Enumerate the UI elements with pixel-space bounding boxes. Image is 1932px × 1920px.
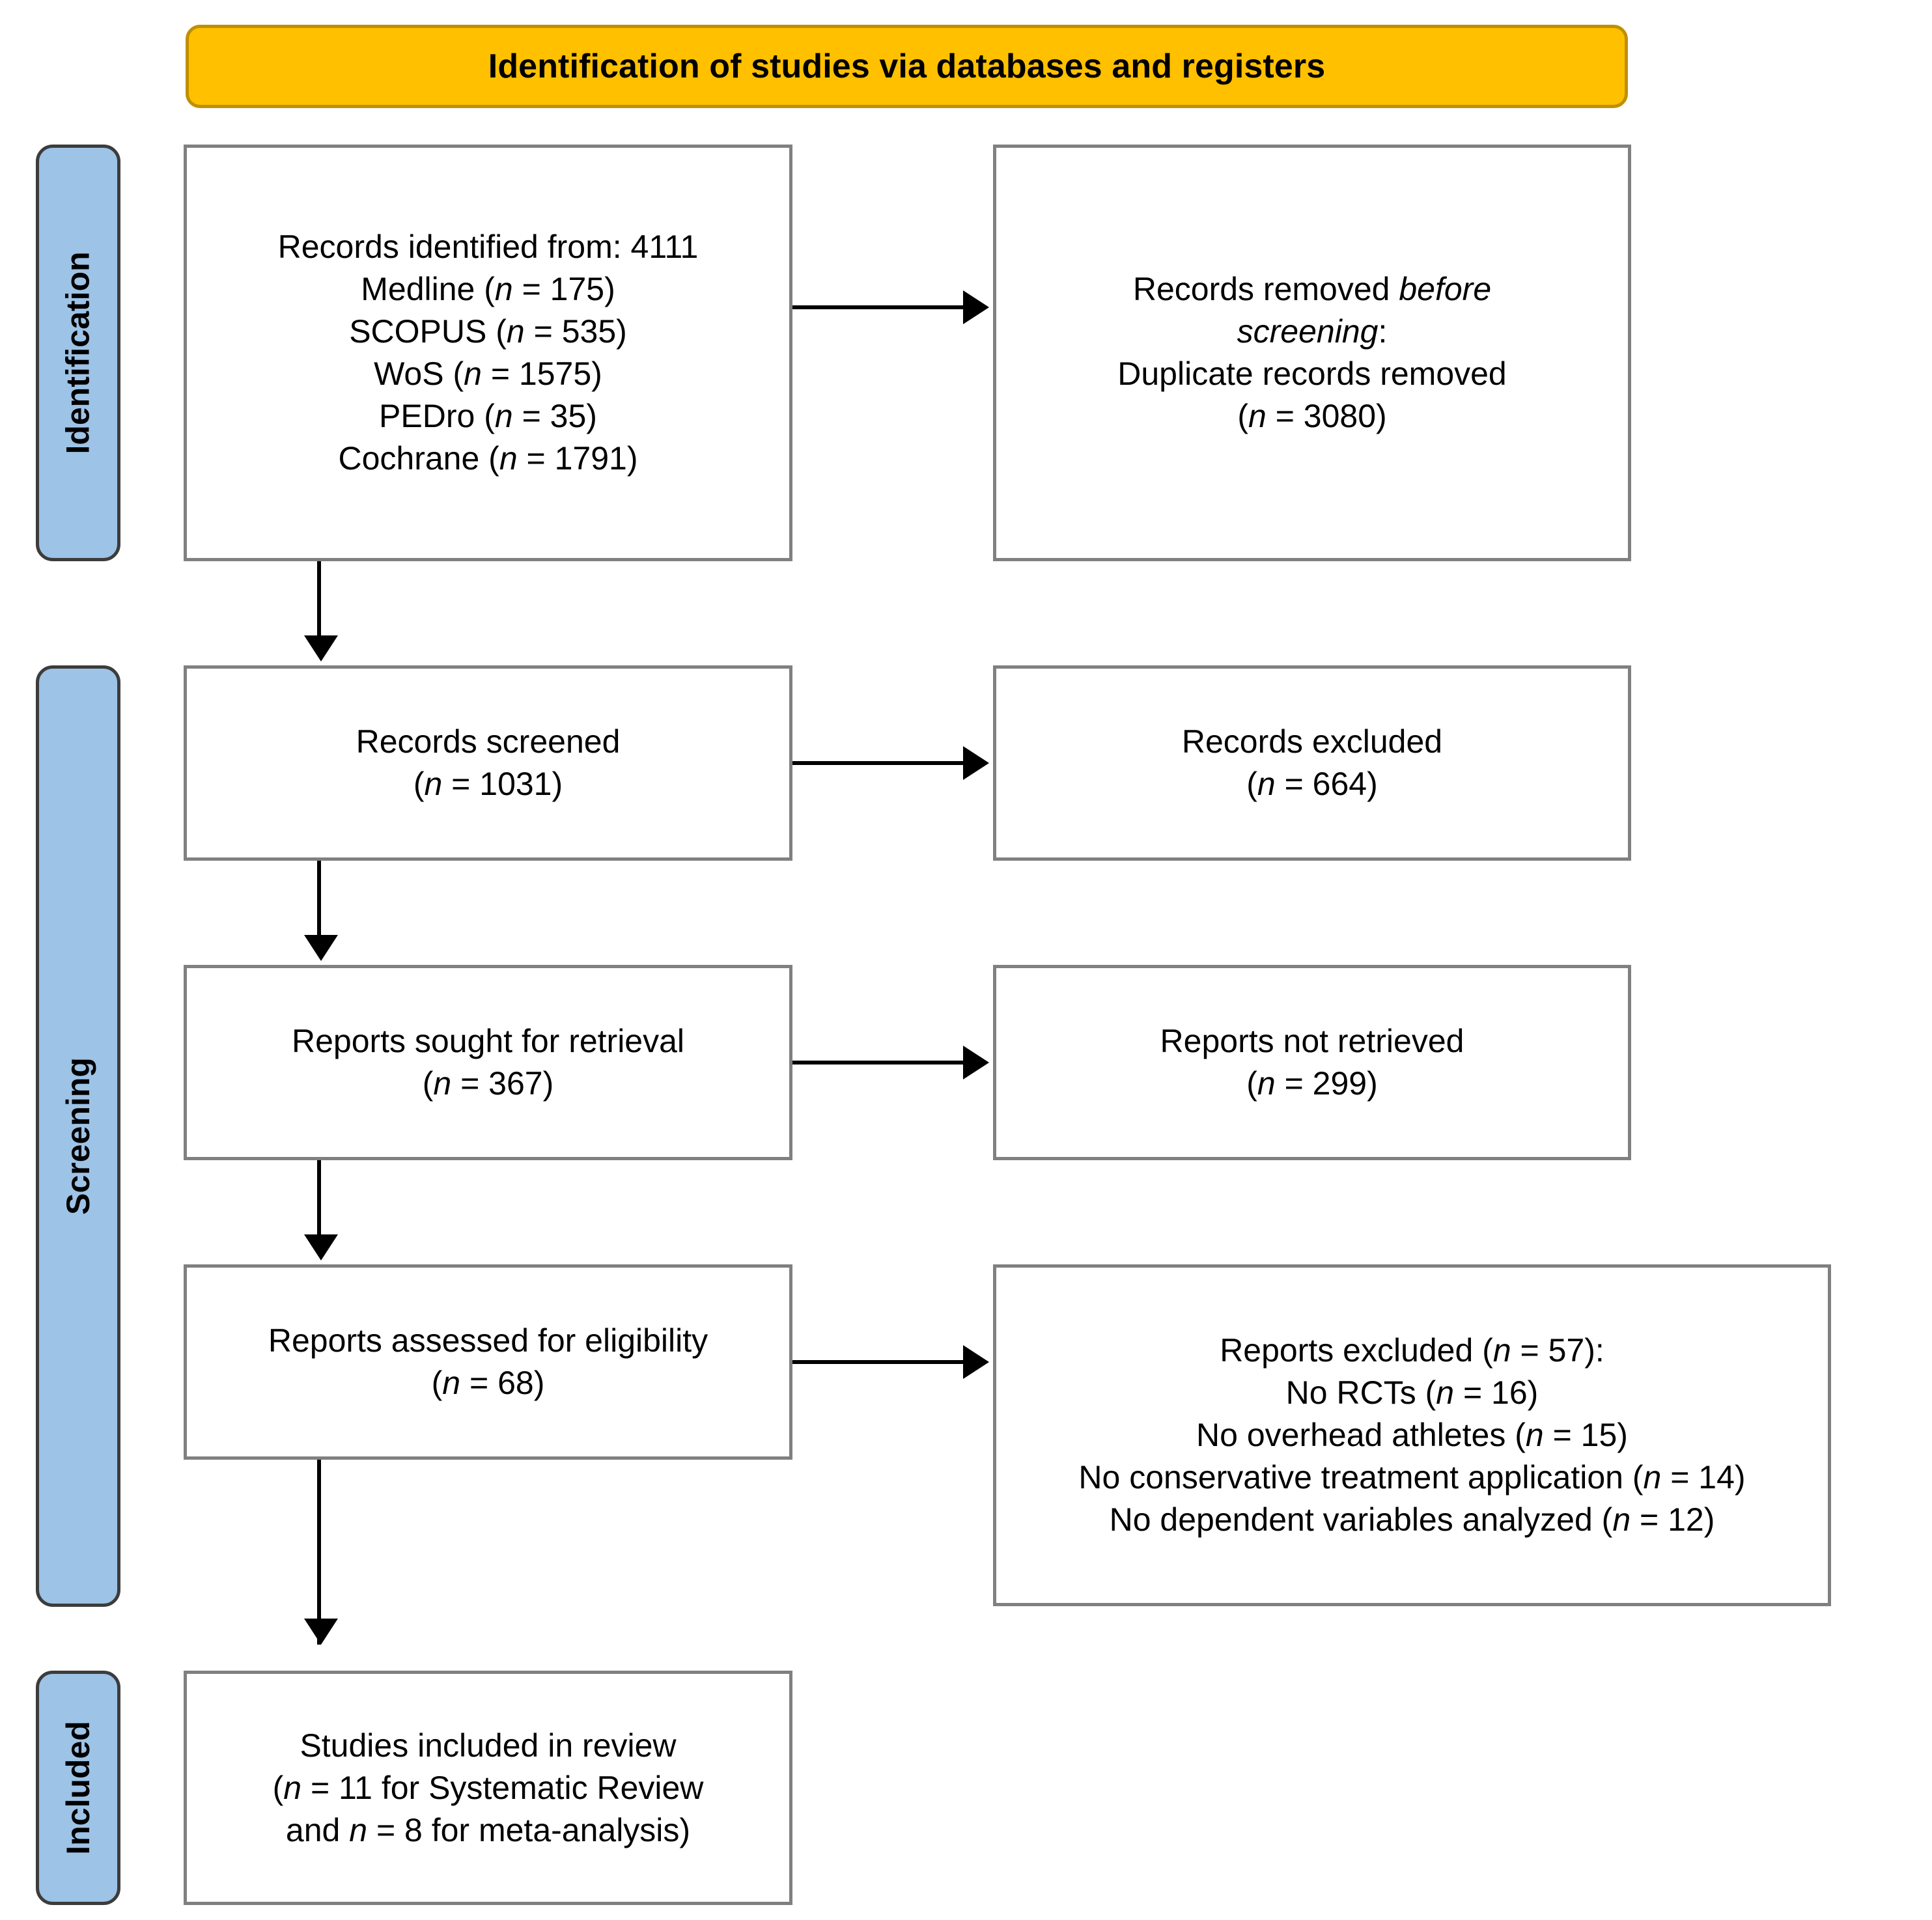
box-reports-assessed-text: Reports assessed for eligibility(n = 68)	[268, 1322, 708, 1401]
stage-sidebar-identification: Identification	[36, 145, 120, 561]
arrow-assessed-to-reportsexcluded-line	[792, 1360, 967, 1364]
arrow-identified-to-screened-head	[304, 635, 338, 661]
box-reports-excluded-text: Reports excluded (n = 57):No RCTs (n = 1…	[1078, 1332, 1746, 1538]
stage-sidebar-included: Included	[36, 1671, 120, 1905]
box-reports-excluded: Reports excluded (n = 57):No RCTs (n = 1…	[993, 1264, 1831, 1606]
diagram-header-banner: Identification of studies via databases …	[186, 25, 1628, 108]
stage-label-included: Included	[60, 1721, 97, 1855]
arrow-sought-to-assessed-line	[317, 1160, 321, 1238]
arrow-identified-to-removed-head	[963, 290, 989, 324]
box-reports-sought-text: Reports sought for retrieval(n = 367)	[291, 1023, 685, 1102]
box-records-excluded: Records excluded(n = 664)	[993, 665, 1631, 861]
stage-label-screening: Screening	[60, 1057, 96, 1215]
arrow-sought-to-assessed-head	[304, 1234, 338, 1260]
arrow-sought-to-notretrieved-head	[963, 1046, 989, 1079]
arrow-screened-to-sought-head	[304, 935, 338, 961]
arrow-identified-to-removed-line	[792, 305, 967, 309]
diagram-title: Identification of studies via databases …	[488, 48, 1326, 85]
stage-label-identification: Identification	[60, 251, 97, 454]
box-records-screened: Records screened(n = 1031)	[184, 665, 792, 861]
box-records-screened-text: Records screened(n = 1031)	[356, 723, 621, 802]
arrow-screened-to-excluded-head	[963, 746, 989, 780]
stage-sidebar-screening: Screening	[36, 665, 120, 1607]
arrow-sought-to-notretrieved-line	[792, 1061, 967, 1064]
arrow-assessed-to-reportsexcluded-head	[963, 1345, 989, 1379]
arrow-screened-to-sought-line	[317, 861, 321, 939]
arrow-assessed-to-included-head	[304, 1619, 338, 1645]
box-reports-not-retrieved-text: Reports not retrieved(n = 299)	[1160, 1023, 1464, 1102]
box-reports-assessed-for-eligibility: Reports assessed for eligibility(n = 68)	[184, 1264, 792, 1460]
box-studies-included-in-review: Studies included in review(n = 11 for Sy…	[184, 1671, 792, 1905]
arrow-assessed-to-included-line	[317, 1460, 321, 1645]
arrow-identified-to-screened-line	[317, 561, 321, 639]
arrow-screened-to-excluded-line	[792, 761, 967, 765]
box-records-excluded-text: Records excluded(n = 664)	[1181, 723, 1443, 802]
box-reports-not-retrieved: Reports not retrieved(n = 299)	[993, 965, 1631, 1160]
box-reports-sought-for-retrieval: Reports sought for retrieval(n = 367)	[184, 965, 792, 1160]
box-studies-included-text: Studies included in review(n = 11 for Sy…	[272, 1727, 704, 1848]
